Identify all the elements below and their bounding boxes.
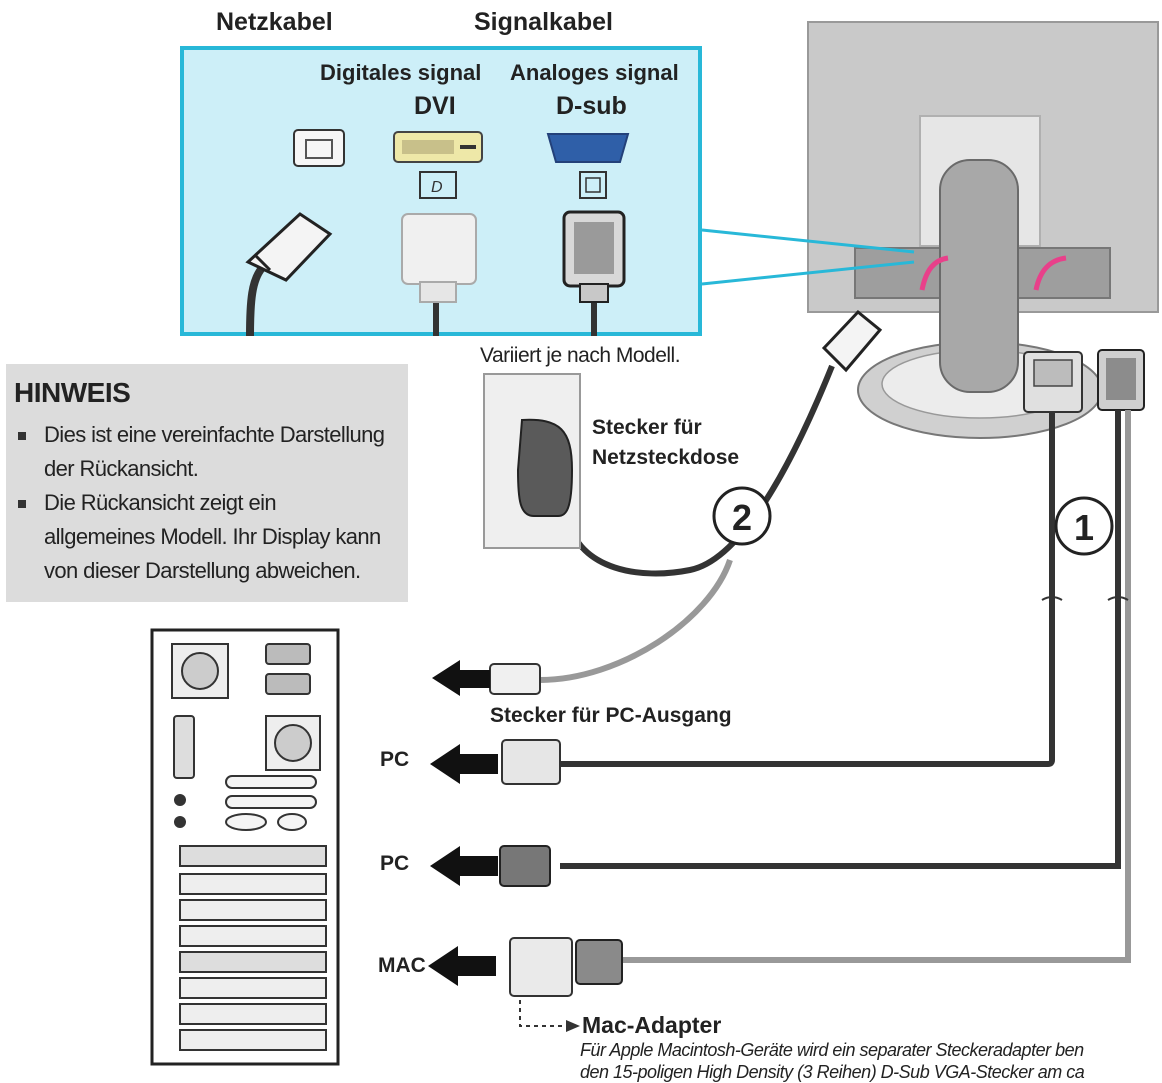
- varies-by-model-note: Variiert je nach Modell.: [480, 344, 681, 367]
- analog-signal-label: Analoges signal: [510, 60, 679, 85]
- dvi-plug-icon: [401, 213, 477, 336]
- hinweis-item-1: Dies ist eine vereinfachte Darstellung d…: [44, 422, 385, 481]
- wall-plug-label-1: Stecker für: [592, 416, 702, 439]
- power-plug-icon: [245, 212, 333, 337]
- dsub-port-icon: [546, 133, 630, 163]
- digital-signal-label: Digitales signal: [320, 60, 482, 85]
- dvi-port-icon: [393, 131, 483, 163]
- dsub-label: D-sub: [556, 92, 627, 120]
- monitor-power-plug: [821, 309, 883, 373]
- svg-text:D: D: [431, 179, 443, 196]
- signal-cable-header: Signalkabel: [474, 8, 613, 36]
- dsub-plug-icon: [562, 210, 626, 336]
- step-2-text: 2: [732, 497, 752, 538]
- power-cable-header: Netzkabel: [216, 8, 333, 36]
- step-1-badge: 1: [1054, 496, 1114, 556]
- pc-output-plug-label: Stecker für PC-Ausgang: [490, 704, 732, 727]
- mac-adapter-icon: [509, 937, 623, 997]
- pc-tower: [150, 628, 340, 1066]
- step-2-badge: 2: [712, 486, 772, 546]
- bullet-icon: [18, 432, 26, 440]
- monitor-dvi-plug: [1023, 351, 1083, 413]
- monitor-back: [807, 21, 1159, 439]
- hinweis-title: HINWEIS: [14, 377, 131, 408]
- arrows: [428, 660, 498, 986]
- step-1-text: 1: [1074, 507, 1094, 548]
- footnote-line-2: den 15-poligen High Density (3 Reihen) D…: [580, 1062, 1085, 1082]
- bullet-icon: [18, 500, 26, 508]
- dsub-symbol-icon: [579, 171, 607, 199]
- dvi-label: DVI: [414, 92, 456, 120]
- pc-dsub-connector: [499, 845, 551, 887]
- mac-label: MAC: [378, 954, 426, 977]
- wall-plug-label-2: Netzsteckdose: [592, 446, 740, 469]
- pc-label-1: PC: [380, 748, 410, 771]
- dvi-symbol-icon: D: [419, 171, 457, 199]
- pc-dvi-connector: [501, 739, 561, 785]
- hinweis-item-2: Die Rückansicht zeigt ein allgemeines Mo…: [44, 490, 381, 583]
- monitor-dsub-plug: [1097, 349, 1145, 411]
- pc-label-2: PC: [380, 852, 410, 875]
- wall-socket-icon: [483, 373, 581, 549]
- hinweis-box: [6, 364, 408, 602]
- pc-output-plug: [489, 663, 541, 695]
- mac-adapter-label: Mac-Adapter: [582, 1012, 722, 1038]
- power-socket-icon: [293, 129, 345, 167]
- footnote-line-1: Für Apple Macintosh-Geräte wird ein sepa…: [580, 1040, 1084, 1060]
